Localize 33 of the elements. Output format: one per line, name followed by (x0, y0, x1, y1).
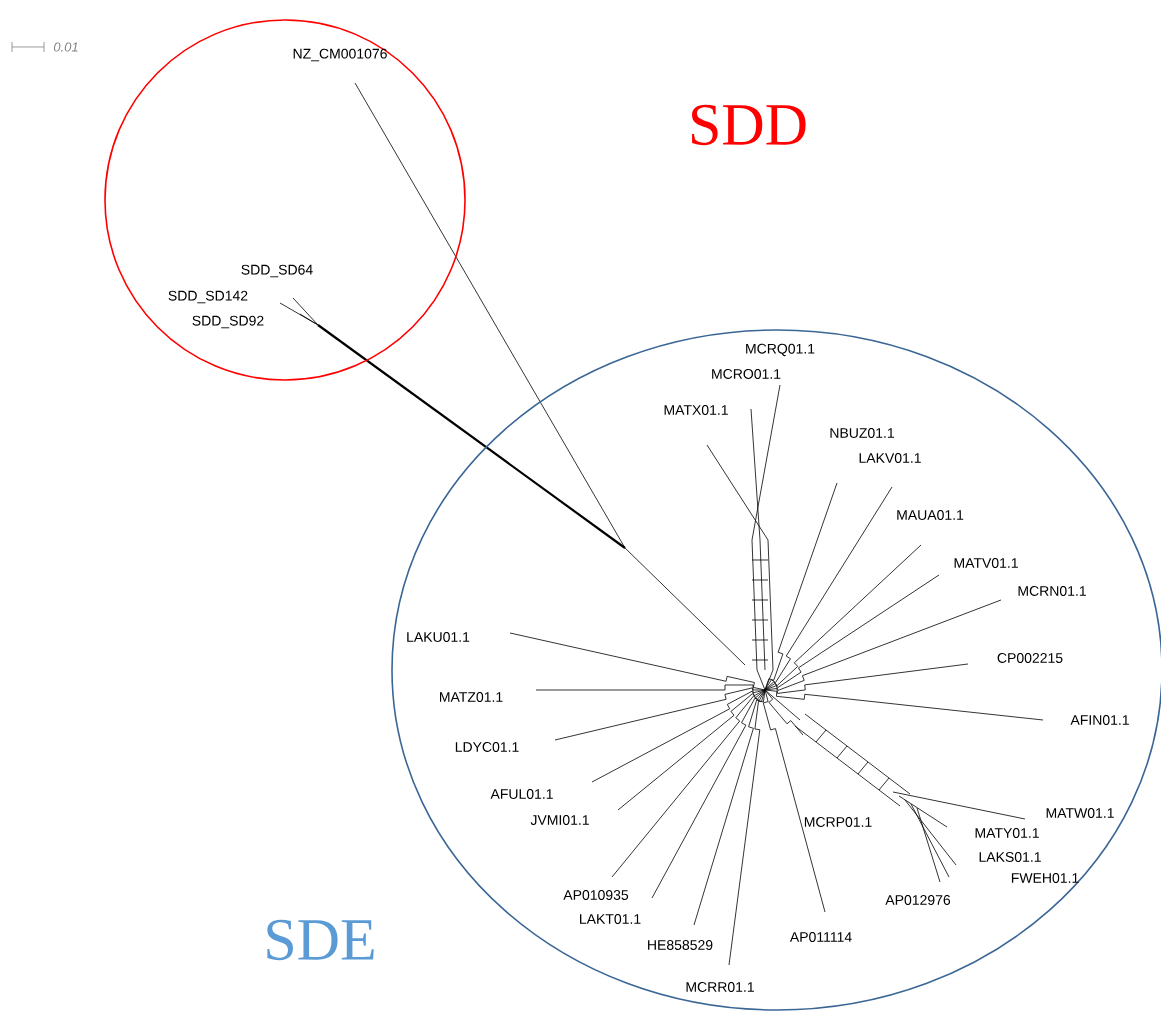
taxon-label: LAKT01.1 (580, 914, 641, 924)
taxon-label: LAKV01.1 (859, 453, 921, 463)
taxon-label: HE858529 (648, 940, 713, 950)
taxon-label: MATZ01.1 (440, 692, 503, 702)
taxon-label: JVMI01.1 (530, 815, 589, 825)
taxon-label: NZ_CM001076 (293, 48, 387, 62)
taxon-label: AP012976 (885, 895, 951, 905)
taxon-label: AP010935 (563, 890, 629, 900)
taxon-label: AFUL01.1 (490, 789, 553, 799)
taxon-label: MATV01.1 (954, 558, 1018, 568)
taxon-label: MCRN01.1 (1018, 586, 1086, 596)
taxon-label: AP011114 (789, 932, 852, 942)
group-label: SDE (267, 919, 374, 961)
taxon-label: MAUA01.1 (897, 510, 964, 520)
taxon-label: MATW01.1 (1046, 808, 1114, 818)
taxon-label: CP002215 (997, 653, 1063, 663)
taxon-label: MATX01.1 (664, 405, 728, 415)
group-label: SDD (692, 104, 806, 146)
taxon-label: MCRO01.1 (712, 369, 781, 379)
taxon-label: SDD_SD142 (168, 290, 248, 304)
taxon-label: SDD_SD92 (192, 315, 264, 329)
taxon-label: LAKU01.1 (407, 632, 470, 642)
taxon-label: LAKS01.1 (979, 852, 1041, 862)
taxon-label: AFIN01.1 (1070, 715, 1129, 725)
taxon-label: MCRP01.1 (804, 817, 872, 827)
taxon-label: FWEH01.1 (1011, 873, 1079, 883)
taxon-label: MATY01.1 (975, 828, 1039, 838)
taxon-label: NBUZ01.1 (830, 428, 894, 438)
taxon-label: SDD_SD64 (241, 264, 313, 278)
taxon-label: MCRQ01.1 (746, 343, 815, 357)
taxon-label: MCRR01.1 (686, 982, 754, 992)
scale-label: 0.01 (53, 42, 78, 52)
taxon-label: LDYC01.1 (455, 742, 519, 752)
